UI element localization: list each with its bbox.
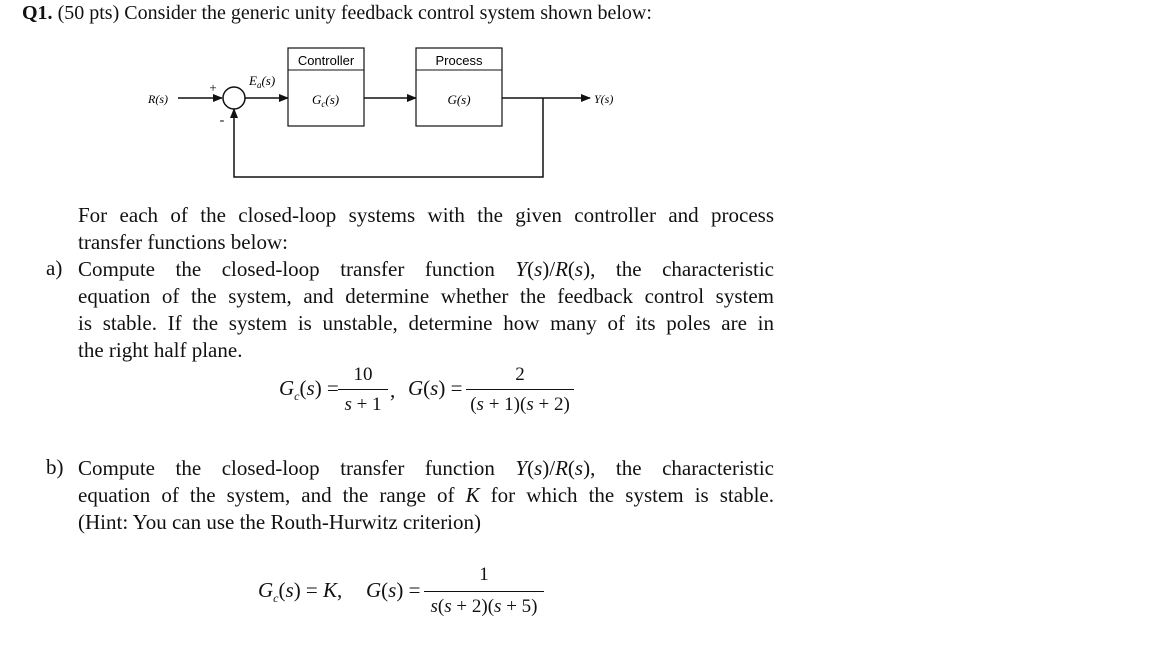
- part-b-g-denominator: s(s + 2)(s + 5): [430, 596, 538, 617]
- part-b-line-3: (Hint: You can use the Routh-Hurwitz cri…: [78, 510, 482, 534]
- part-b-gc: Gc(s) = K,: [258, 578, 343, 606]
- part-a-gc-fraction-bar: [338, 389, 388, 391]
- process-title: Process: [436, 53, 483, 68]
- feedback-block-diagram: Controller Process R(s) + - Ea(s) Gc(s) …: [147, 47, 613, 178]
- part-a-g-lhs: G(s) =: [408, 376, 463, 400]
- part-a-label: a): [46, 256, 63, 280]
- controller-block: [287, 47, 365, 127]
- input-label: R(s): [147, 92, 168, 106]
- part-a-line-4: the right half plane.: [78, 338, 243, 362]
- question-number: Q1.: [22, 2, 53, 24]
- summing-junction: [222, 86, 246, 110]
- part-a-g-numerator: 2: [515, 364, 525, 385]
- controller-tf-label: Gc(s): [312, 92, 339, 109]
- minus-sign: -: [220, 113, 225, 128]
- question-heading: Q1. (50 pts) Consider the generic unity …: [22, 2, 652, 25]
- intro-line-2: transfer functions below:: [78, 230, 288, 254]
- process-block: [415, 47, 503, 127]
- part-b-g-fraction-bar: [424, 591, 544, 593]
- part-a-g-fraction-bar: [466, 389, 574, 391]
- intro-line-1: For each of the closed-loop systems with…: [78, 203, 774, 227]
- part-b-g-numerator: 1: [479, 564, 489, 585]
- part-a-gc-lhs: Gc(s) =: [279, 376, 339, 404]
- error-label: Ea(s): [248, 73, 275, 90]
- part-b-line-1: Compute the closed-loop transfer functio…: [78, 456, 774, 480]
- part-b-label: b): [46, 455, 64, 479]
- question-prompt: Consider the generic unity feedback cont…: [124, 2, 652, 24]
- process-tf-label: G(s): [447, 92, 470, 107]
- feedback-path: [230, 98, 544, 178]
- part-a-line-3: is stable. If the system is unstable, de…: [78, 311, 774, 335]
- part-a-line-1: Compute the closed-loop transfer functio…: [78, 257, 774, 281]
- part-a-comma: ,: [390, 378, 396, 402]
- part-a-g-denominator: (s + 1)(s + 2): [470, 394, 570, 415]
- part-b-line-2: equation of the system, and the range of…: [78, 483, 774, 507]
- question-points: (50 pts): [57, 2, 120, 24]
- part-a-gc-numerator: 10: [353, 364, 373, 385]
- controller-title: Controller: [298, 53, 355, 68]
- part-a-line-2: equation of the system, and determine wh…: [78, 284, 774, 308]
- part-a-gc-denominator: s + 1: [344, 394, 382, 415]
- output-label: Y(s): [594, 92, 613, 106]
- plus-sign: +: [209, 80, 216, 95]
- part-b-g-lhs: G(s) =: [366, 578, 421, 602]
